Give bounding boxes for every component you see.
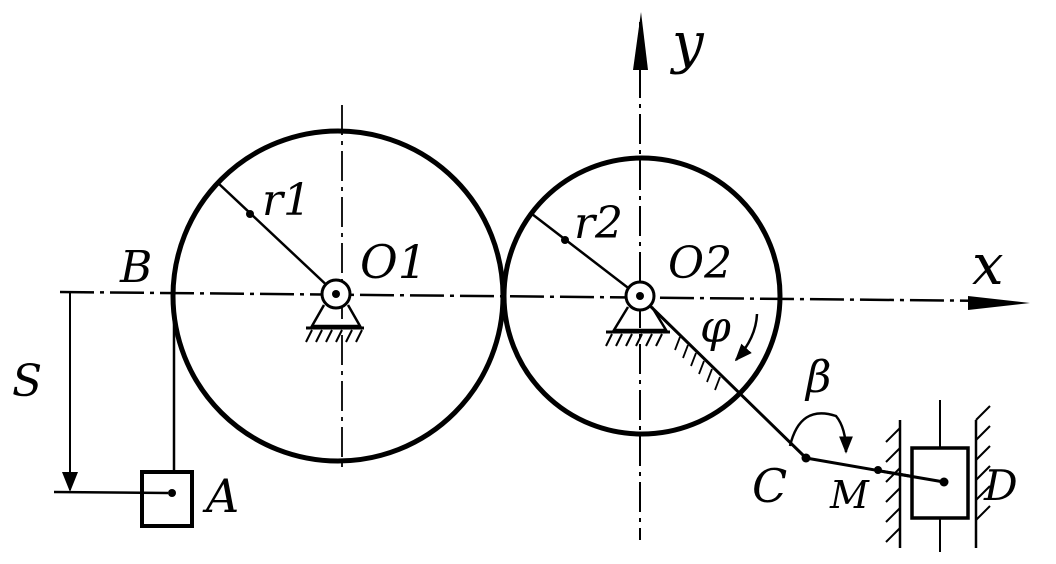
radius-r2-dot: [561, 236, 569, 244]
radius-r2-line: [531, 213, 641, 298]
label-r1: r1: [262, 175, 311, 226]
label-b: B: [119, 242, 152, 293]
pin-support-o1: [305, 278, 364, 343]
block-a: [140, 470, 194, 528]
label-d: D: [983, 461, 1018, 510]
angle-phi-arc: [734, 313, 759, 362]
crank-hatching: [674, 336, 721, 391]
label-c: C: [752, 459, 787, 513]
label-m: M: [829, 473, 870, 517]
radius-r1-dot: [246, 210, 254, 218]
label-o1: O1: [360, 235, 427, 289]
label-beta: β: [804, 352, 831, 403]
label-phi: φ: [700, 302, 731, 353]
label-y-axis: y: [669, 11, 705, 76]
label-s: S: [12, 356, 42, 407]
point-d-dot: [939, 477, 949, 487]
label-o2: O2: [668, 238, 732, 289]
label-a: A: [202, 469, 239, 523]
block-a-dot: [168, 489, 176, 497]
pin-support-o2: [605, 280, 670, 347]
label-x-axis: x: [972, 233, 1004, 298]
point-c-dot: [801, 453, 811, 463]
x-axis-arrowhead: [968, 296, 1030, 310]
radius-r1-line: [217, 182, 335, 293]
crank-o2-c: [640, 296, 808, 460]
angle-beta-arc: [788, 412, 853, 454]
label-r2: r2: [574, 198, 623, 249]
y-axis-arrowhead: [633, 12, 648, 70]
wheel-2: [501, 155, 783, 437]
x-axis-line: [59, 290, 1001, 303]
slider-d-rod-end: [879, 469, 945, 484]
slider-d-guides: [885, 405, 991, 548]
s-baseline: [53, 490, 169, 495]
